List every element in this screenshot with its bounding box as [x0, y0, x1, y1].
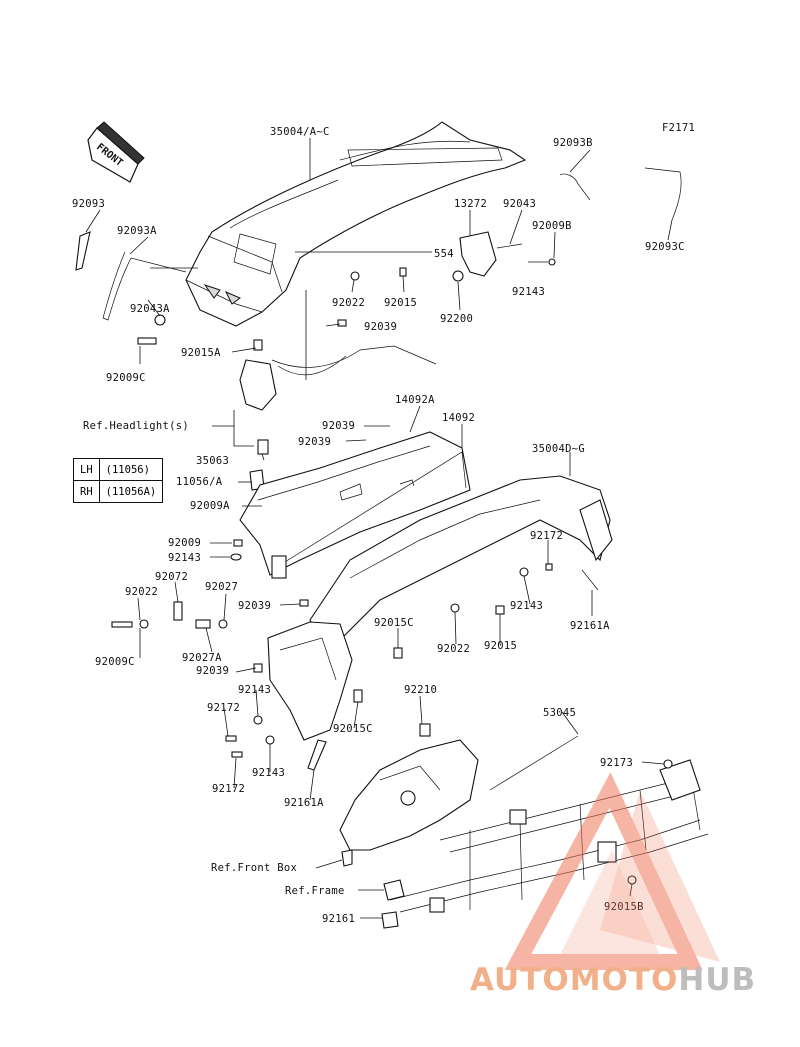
- front-fender-part: [185, 121, 527, 327]
- label-92022-left: 92022: [125, 586, 158, 598]
- label-92039-d: 92039: [238, 600, 271, 612]
- front-arrow-icon: FRONT: [87, 121, 145, 183]
- label-ref-headlight: Ref.Headlight(s): [83, 420, 189, 432]
- label-92143-right: 92143: [510, 600, 543, 612]
- label-92143-bottom: 92143: [252, 767, 285, 779]
- label-92009a: 92009A: [190, 500, 230, 512]
- legend-side-rh: RH: [73, 480, 100, 503]
- label-92015-mid: 92015: [484, 640, 517, 652]
- label-92143-mid: 92143: [168, 552, 201, 564]
- label-92072: 92072: [155, 571, 188, 583]
- watermark-triangle-logo: [504, 772, 720, 970]
- leader-lines: [85, 138, 673, 919]
- label-35063: 35063: [196, 455, 229, 467]
- label-14092a: 14092A: [395, 394, 435, 406]
- label-92015c-lower: 92015C: [333, 723, 373, 735]
- label-92043: 92043: [503, 198, 536, 210]
- label-ref-frame: Ref.Frame: [285, 885, 345, 897]
- label-92015c-top: 92015C: [374, 617, 414, 629]
- label-92161: 92161: [322, 913, 355, 925]
- side-legend-table: LH (11056) RH (11056A): [73, 458, 164, 503]
- legend-row-rh: RH (11056A): [73, 480, 164, 503]
- label-92173: 92173: [600, 757, 633, 769]
- label-92039-c: 92039: [298, 436, 331, 448]
- label-92009b: 92009B: [532, 220, 572, 232]
- label-92093: 92093: [72, 198, 105, 210]
- label-92161a-bottom: 92161A: [284, 797, 324, 809]
- legend-row-lh: LH (11056): [73, 458, 164, 481]
- side-cover-part: [309, 475, 613, 662]
- label-92027: 92027: [205, 581, 238, 593]
- label-92009: 92009: [168, 537, 201, 549]
- label-92093a: 92093A: [117, 225, 157, 237]
- inner-fender-part: [267, 621, 363, 771]
- legend-part-lh: (11056): [98, 458, 164, 481]
- label-92172-left: 92172: [207, 702, 240, 714]
- mud-guard-panel: [239, 431, 471, 579]
- label-92200: 92200: [440, 313, 473, 325]
- trim-92093b: [559, 173, 591, 201]
- watermark-text-part1: AUTOMOTO: [470, 962, 679, 998]
- fasteners-middle: [111, 539, 553, 758]
- label-92143-top: 92143: [512, 286, 545, 298]
- trim-92093c: [644, 167, 682, 221]
- part-labels: F2171 35004/A~C 92093B 92093 92093A 1327…: [72, 122, 695, 925]
- label-35004ac: 35004/A~C: [270, 126, 330, 138]
- label-35004dg: 35004D~G: [532, 443, 585, 455]
- trim-92093a: [102, 251, 187, 321]
- label-92022-top: 92022: [332, 297, 365, 309]
- label-92022-mid: 92022: [437, 643, 470, 655]
- label-92093c: 92093C: [645, 241, 685, 253]
- label-ref-front-box: Ref.Front Box: [211, 862, 297, 874]
- fasteners-upper-left: [137, 314, 347, 351]
- label-92039-b: 92039: [322, 420, 355, 432]
- fender-liner-part: [339, 723, 479, 867]
- label-92009c-top: 92009C: [106, 372, 146, 384]
- label-53045: 53045: [543, 707, 576, 719]
- label-92210: 92210: [404, 684, 437, 696]
- label-92015a: 92015A: [181, 347, 221, 359]
- trim-92093: [75, 231, 91, 271]
- label-13272: 13272: [454, 198, 487, 210]
- label-92172-right: 92172: [530, 530, 563, 542]
- label-92043a: 92043A: [130, 303, 170, 315]
- figure-code: F2171: [662, 122, 695, 134]
- label-92015-top: 92015: [384, 297, 417, 309]
- label-14092: 14092: [442, 412, 475, 424]
- label-92039-top: 92039: [364, 321, 397, 333]
- label-92015b: 92015B: [604, 901, 644, 913]
- frame-part: [381, 759, 709, 929]
- label-92009c-left: 92009C: [95, 656, 135, 668]
- label-92161a-right: 92161A: [570, 620, 610, 632]
- headlight-bracket-part: [239, 345, 437, 491]
- label-554: 554: [434, 248, 454, 260]
- watermark-brand: AUTOMOTOHUB: [470, 962, 756, 998]
- label-11056a: 11056/A: [176, 476, 223, 488]
- label-92027a: 92027A: [182, 652, 222, 664]
- legend-part-rh: (11056A): [98, 480, 164, 503]
- legend-side-lh: LH: [73, 458, 100, 481]
- label-92039-e: 92039: [196, 665, 229, 677]
- cable-53045: [489, 735, 579, 791]
- label-92093b: 92093B: [553, 137, 593, 149]
- watermark-text-part2: HUB: [678, 962, 757, 998]
- label-92172-bottom: 92172: [212, 783, 245, 795]
- label-92143-lower: 92143: [238, 684, 271, 696]
